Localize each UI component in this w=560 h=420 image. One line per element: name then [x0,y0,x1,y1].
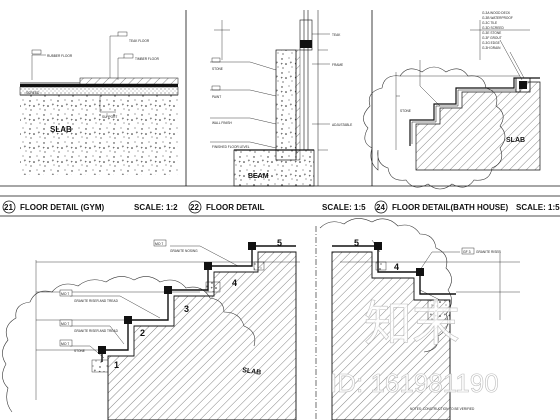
svg-text:STONE: STONE [400,109,411,113]
tag-1: MO 7 [155,242,163,246]
panel-name-21: FLOOR DETAIL (GYM) [20,203,104,212]
panel-number-24: 24 [376,203,385,212]
slab-label-bath: SLAB [506,137,525,144]
svg-text:G-3D SCREED: G-3D SCREED [482,26,504,30]
panel-number-21: 21 [4,203,13,212]
svg-text:GRANITE RISER: GRANITE RISER [476,250,501,254]
svg-text:NOTES: CONSTRUCTION TO BE VERI: NOTES: CONSTRUCTION TO BE VERIFIED [410,407,475,411]
svg-text:TEAK FLOOR: TEAK FLOOR [129,39,150,43]
svg-text:SCREED: SCREED [26,91,40,95]
step-number-5a: 5 [277,238,282,248]
panel-scale-22: SCALE: 1:5 [322,203,366,212]
slab-label-stair: SLAB [242,367,262,377]
svg-text:GRANITE RISER AND TREAD: GRANITE RISER AND TREAD [74,329,119,333]
step-number-4b: 4 [394,262,399,272]
svg-text:SUPPORT: SUPPORT [102,115,117,119]
svg-text:FRAME: FRAME [332,63,343,67]
stair-detail: MO 7 MO 7 MO 7 MO 7 GF 3 GRANITE NOSING … [2,218,520,420]
watermark-brand: 知末 [364,298,460,351]
svg-text:G-3B WATERPROOF: G-3B WATERPROOF [482,16,513,20]
beam-label: BEAM [248,173,269,180]
panel-number-22: 22 [190,203,199,212]
panel-title-22: 22 FLOOR DETAIL SCALE: 1:5 [188,200,366,214]
tag-4: MO 7 [61,342,69,346]
svg-text:STONE: STONE [74,349,85,353]
step-number-3: 3 [184,304,189,314]
svg-text:GRANITE NOSING: GRANITE NOSING [170,249,198,253]
svg-text:FINISHED FLOOR LEVEL: FINISHED FLOOR LEVEL [212,145,250,149]
tag-3: MO 7 [61,322,69,326]
svg-text:G-3F GROUT: G-3F GROUT [482,36,502,40]
step-number-5b: 5 [354,238,359,248]
svg-text:RUBBER FLOOR: RUBBER FLOOR [47,54,73,58]
svg-text:TEAK: TEAK [332,33,341,37]
watermark: 知末 ID: 161981190 [330,298,499,399]
svg-text:G-3E STONE: G-3E STONE [482,31,501,35]
svg-text:PAINT: PAINT [212,95,221,99]
panel-scale-24: SCALE: 1:5 [516,203,560,212]
panel-21-gym: RUBBER FLOOR TEAK FLOOR TIMBER FLOOR SCR… [19,31,179,175]
panel-title-24: 24 FLOOR DETAIL(BATH HOUSE) SCALE: 1:5 [374,200,560,214]
step-number-4: 4 [232,278,237,288]
svg-text:STONE: STONE [212,67,223,71]
panel-title-21: 21 FLOOR DETAIL (GYM) SCALE: 1:2 [2,200,178,214]
svg-text:GRANITE RISER AND TREAD: GRANITE RISER AND TREAD [74,299,119,303]
slab-label-gym: SLAB [50,125,72,134]
tag-2: MO 7 [61,292,69,296]
watermark-id: ID: 161981190 [330,368,499,398]
svg-text:TIMBER FLOOR: TIMBER FLOOR [135,57,160,61]
step-number-1: 1 [114,360,119,370]
svg-text:G-3G EDGE: G-3G EDGE [482,41,500,45]
panel-scale-21: SCALE: 1:2 [134,203,178,212]
step-number-2: 2 [140,328,145,338]
panel-22-floor: STONE PAINT WALL FINISH FINISHED FLOOR L… [210,10,352,187]
panel-name-24: FLOOR DETAIL(BATH HOUSE) [392,203,508,212]
svg-text:G-3H DRAIN: G-3H DRAIN [482,46,501,50]
panel-24-bath-house: G-3A WOOD DECK G-3B WATERPROOF G-3C TILE… [363,11,541,190]
panel-name-22: FLOOR DETAIL [206,203,265,212]
tag-5: GF 3 [463,250,471,254]
svg-text:ADJUSTABLE: ADJUSTABLE [332,123,352,127]
svg-text:WALL FINISH: WALL FINISH [212,121,232,125]
svg-text:G-3C TILE: G-3C TILE [482,21,497,25]
svg-text:G-3A WOOD DECK: G-3A WOOD DECK [482,11,511,15]
title-strip: 21 FLOOR DETAIL (GYM) SCALE: 1:2 22 FLOO… [2,200,560,214]
